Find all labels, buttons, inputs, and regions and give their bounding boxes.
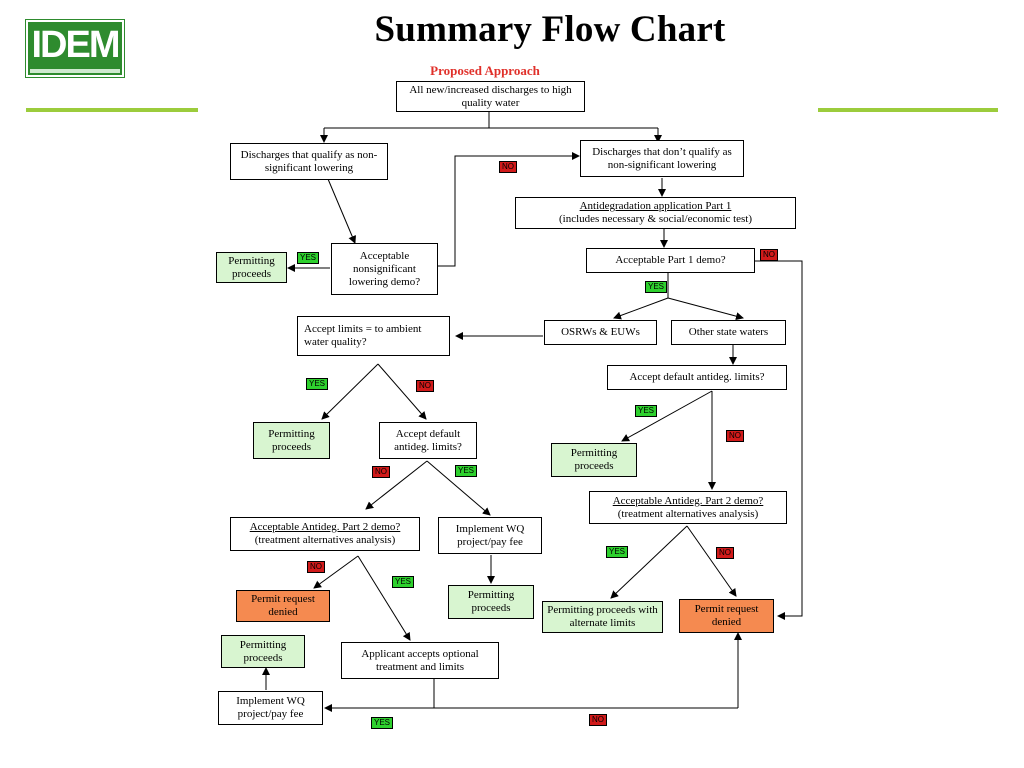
node-acceptable-nonsig: Acceptable nonsignificant lowering demo? (331, 243, 438, 295)
no-tag: NO (760, 249, 778, 261)
edge-part2-left-no (313, 555, 359, 589)
no-tag: NO (372, 466, 390, 478)
edge-limits-no (377, 363, 427, 420)
yes-tag: YES (455, 465, 478, 477)
edge-default-left-yes (426, 460, 491, 516)
edge-qualify-to-acceptable (327, 178, 356, 244)
yes-tag: YES (635, 405, 658, 417)
edge-part2-left-yes (357, 555, 411, 641)
node-permitting-right-mid: Permitting proceeds (551, 443, 637, 477)
part2-right-subtitle: (treatment alternatives analysis) (617, 507, 759, 520)
yes-tag: YES (606, 546, 629, 558)
header-rule-right (818, 108, 998, 112)
logo-underline (30, 69, 120, 73)
node-permitting-left-mid: Permitting proceeds (253, 422, 330, 459)
edge-part2-right-yes (610, 525, 688, 599)
edge-to-other (667, 297, 744, 321)
no-tag: NO (589, 714, 607, 726)
node-accept-default-left: Accept default antideg. limits? (379, 422, 477, 459)
node-permitting-bottom-left: Permitting proceeds (221, 635, 305, 668)
header-rule-left (26, 108, 198, 112)
node-permitting-1: Permitting proceeds (216, 252, 287, 283)
node-qualify: Discharges that qualify as non-significa… (230, 143, 388, 180)
yes-tag: YES (306, 378, 329, 390)
node-accept-default-right: Accept default antideg. limits? (607, 365, 787, 390)
yes-tag: YES (371, 717, 394, 729)
no-tag: NO (499, 161, 517, 173)
node-permit-denied-right: Permit request denied (679, 599, 774, 633)
edge-nonsig-no (438, 152, 580, 267)
no-tag: NO (307, 561, 325, 573)
node-antideg-application: Antidegradation application Part 1 (incl… (515, 197, 796, 229)
node-implement-bottom: Implement WQ project/pay fee (218, 691, 323, 725)
edge-limits-yes (321, 363, 379, 420)
node-part2-left: Acceptable Antideg. Part 2 demo? (treatm… (230, 517, 420, 551)
node-permitting-alternate: Permitting proceeds with alternate limit… (542, 601, 663, 633)
node-permit-denied-left: Permit request denied (236, 590, 330, 622)
antideg-app-title: Antidegradation application Part 1 (579, 200, 732, 212)
node-other-waters: Other state waters (671, 320, 786, 345)
diagram-subtitle: Proposed Approach (430, 63, 540, 78)
edge-part2-right-no (686, 525, 737, 597)
node-part2-right: Acceptable Antideg. Part 2 demo? (treatm… (589, 491, 787, 524)
antideg-app-subtitle: (includes necessary & social/economic te… (558, 213, 753, 225)
no-tag: NO (726, 430, 744, 442)
edge-default-left-no (365, 460, 428, 510)
part2-left-subtitle: (treatment alternatives analysis) (254, 534, 396, 546)
node-accept-limits: Accept limits = to ambient water quality… (297, 316, 450, 356)
no-tag: NO (416, 380, 434, 392)
node-acceptable-part1: Acceptable Part 1 demo? (586, 248, 755, 273)
part2-left-title: Acceptable Antideg. Part 2 demo? (249, 521, 401, 533)
logo-text: IDEM (31, 24, 121, 66)
edge-part1-no (755, 260, 803, 620)
node-permitting-implement-mid: Permitting proceeds (448, 585, 534, 619)
idem-logo: IDEM (25, 19, 125, 78)
edge-default-right-yes (621, 390, 713, 442)
no-tag: NO (716, 547, 734, 559)
yes-tag: YES (645, 281, 668, 293)
edge-to-osrws (613, 297, 669, 320)
node-implement-mid: Implement WQ project/pay fee (438, 517, 542, 554)
slide-title: Summary Flow Chart (374, 9, 726, 50)
node-osrws: OSRWs & EUWs (544, 320, 657, 345)
part2-right-title: Acceptable Antideg. Part 2 demo? (612, 494, 764, 507)
node-applicant-accepts: Applicant accepts optional treatment and… (341, 642, 499, 679)
node-not-qualify: Discharges that don’t qualify as non-sig… (580, 140, 744, 177)
yes-tag: YES (297, 252, 320, 264)
node-start: All new/increased discharges to high qua… (396, 81, 585, 112)
yes-tag: YES (392, 576, 415, 588)
